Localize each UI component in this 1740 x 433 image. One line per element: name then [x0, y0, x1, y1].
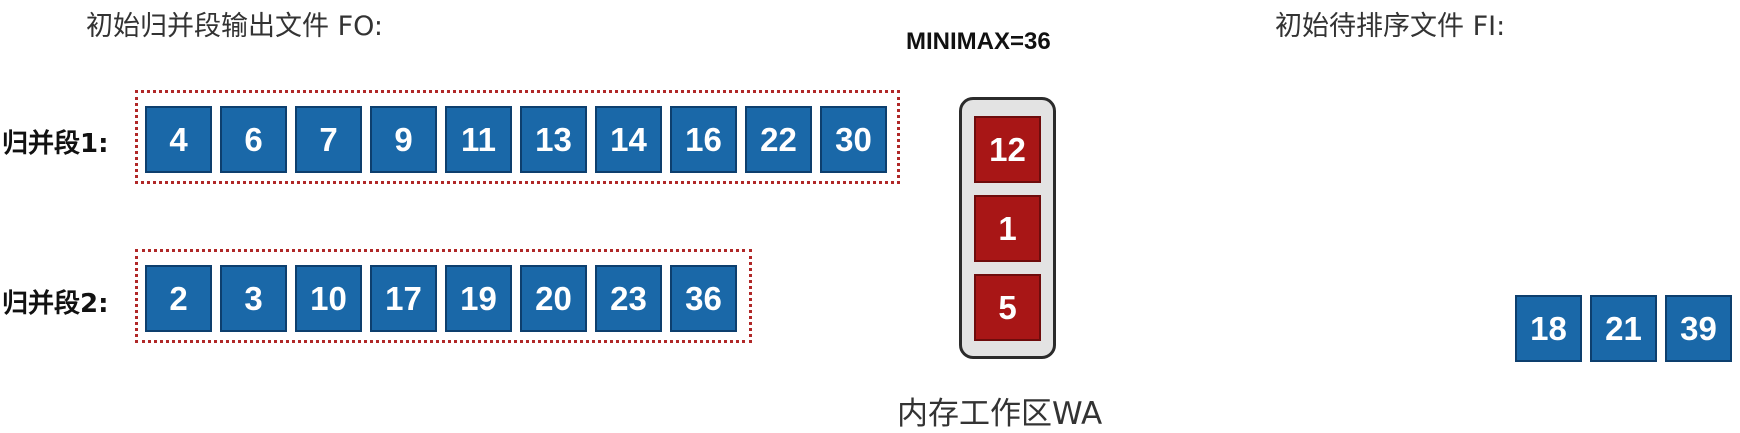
run-1-cell: 14	[595, 106, 662, 173]
run-2-label: 归并段2:	[2, 289, 109, 319]
run-1-label: 归并段1:	[2, 129, 109, 159]
run-1-box	[135, 90, 900, 184]
run-1-cell: 11	[445, 106, 512, 173]
workarea-cell: 1	[974, 195, 1041, 262]
workarea-cells: 12 1 5	[974, 116, 1041, 341]
run-1-cell: 9	[370, 106, 437, 173]
input-file-cell: 39	[1665, 295, 1732, 362]
workarea-cell: 5	[974, 274, 1041, 341]
run-2-cell: 10	[295, 265, 362, 332]
output-file-title: 初始归并段输出文件 FO:	[86, 11, 383, 42]
input-file-title: 初始待排序文件 FI:	[1275, 11, 1506, 42]
run-1-cell: 30	[820, 106, 887, 173]
run-2-box	[135, 249, 752, 343]
run-1-cell: 4	[145, 106, 212, 173]
input-file-cell: 21	[1590, 295, 1657, 362]
run-2-cell: 19	[445, 265, 512, 332]
run-1-cell: 13	[520, 106, 587, 173]
run-2-cell: 23	[595, 265, 662, 332]
run-1-cell: 16	[670, 106, 737, 173]
run-2-cell: 3	[220, 265, 287, 332]
run-1-cell: 6	[220, 106, 287, 173]
workarea-label: 内存工作区WA	[897, 396, 1103, 432]
run-2-cell: 36	[670, 265, 737, 332]
run-1-cell: 22	[745, 106, 812, 173]
run-2-cell: 20	[520, 265, 587, 332]
input-file-cell: 18	[1515, 295, 1582, 362]
run-2-cell: 17	[370, 265, 437, 332]
minimax-label: MINIMAX=36	[906, 28, 1051, 55]
run-1-cell: 7	[295, 106, 362, 173]
run-2-cell: 2	[145, 265, 212, 332]
workarea-cell: 12	[974, 116, 1041, 183]
